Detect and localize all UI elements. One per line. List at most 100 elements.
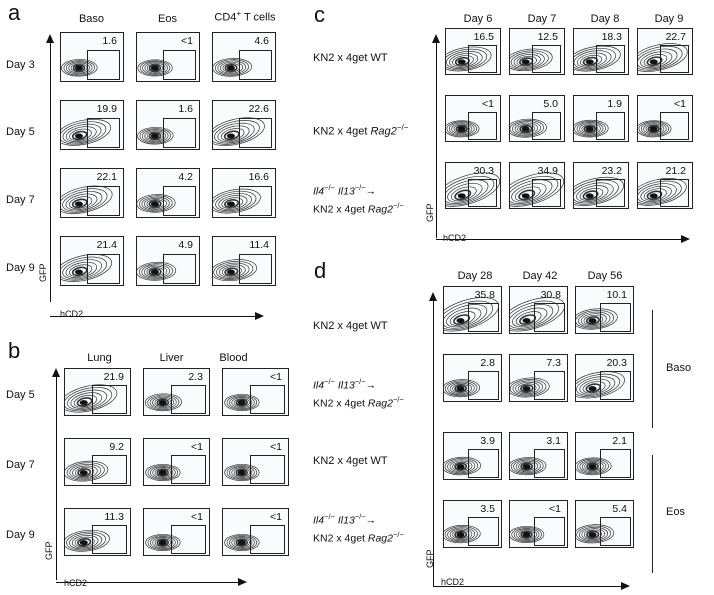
gate-box (239, 50, 272, 80)
contour-core (521, 59, 530, 65)
contour-plot: 21.4 (60, 236, 124, 286)
col-header-liver: Liver (159, 352, 184, 364)
contour-level (77, 538, 92, 547)
contour-level (511, 182, 547, 203)
contour-level (520, 530, 533, 539)
contour-core (649, 59, 658, 65)
row-label-c-il13: Il13 (337, 185, 355, 198)
contour-core (74, 133, 83, 139)
contour-level (228, 536, 255, 549)
contour-core (649, 126, 658, 132)
gate-percentage: 12.5 (537, 31, 558, 43)
row-label-c-rag2: KN2 x 4get Rag2−/− (313, 123, 408, 138)
row-label-d-il4il13-1: Il4−/− Il13−/−→ KN2 x 4get Rag2−/− (313, 375, 404, 410)
contour-plot: <1 (445, 95, 501, 142)
contour-level (446, 172, 500, 207)
contour-level (576, 308, 618, 330)
gate-percentage: <1 (674, 98, 686, 110)
contour-level (226, 535, 258, 550)
contour-level (451, 123, 473, 135)
contour-level (223, 130, 240, 141)
gate-percentage: 16.5 (473, 31, 494, 43)
contour-level (213, 190, 257, 213)
contour-level (638, 48, 678, 70)
contour-lines (510, 526, 545, 543)
contour-level (228, 396, 255, 409)
panel-c-x-arrowhead (681, 235, 690, 243)
gate-box (534, 517, 565, 546)
panel-a-y-arrowhead (46, 34, 54, 43)
contour-level (446, 175, 495, 206)
contour-level (149, 395, 177, 410)
gate-percentage: 22.6 (248, 103, 269, 115)
row-label-c-rag2-gene: Rag2 (370, 125, 397, 138)
col-header-blood: Blood (219, 352, 248, 364)
contour-level (235, 468, 248, 477)
contour-core (585, 126, 594, 132)
contour-plot: <1 (136, 32, 200, 82)
contour-level (447, 381, 475, 396)
contour-level (574, 47, 617, 71)
contour-level (138, 195, 173, 212)
contour-lines (574, 119, 609, 138)
gate-percentage: <1 (482, 98, 494, 110)
gate-box (171, 455, 206, 484)
contour-plot: 9.2 (64, 438, 131, 486)
gate-box (92, 385, 127, 414)
contour-level (233, 538, 250, 547)
contour-lines (638, 120, 672, 138)
contour-level (137, 261, 177, 281)
row-label-d2-il4: Il4 (313, 514, 325, 527)
contour-lines (145, 534, 181, 551)
contour-plot: <1 (222, 508, 289, 556)
gate-percentage: <1 (191, 441, 203, 453)
gate-percentage: 1.9 (607, 98, 622, 110)
panel-a-y-axis-arrow (50, 42, 51, 302)
contour-level (447, 459, 476, 474)
panel-d-y-arrowhead (429, 292, 437, 301)
gate-percentage: 9.2 (109, 441, 124, 453)
contour-level (511, 527, 542, 542)
row-label-d2-line2: KN2 x 4get Rag2−/− (313, 528, 404, 546)
contour-plot: 4.6 (212, 32, 276, 82)
gate-box (92, 525, 127, 554)
contour-lines (137, 59, 173, 77)
contour-level (66, 462, 105, 481)
contour-core (457, 126, 466, 132)
contour-level (510, 175, 559, 206)
contour-level (510, 526, 545, 543)
contour-level (65, 460, 109, 482)
contour-level (76, 397, 93, 407)
contour-plot: <1 (509, 500, 568, 548)
gate-box (596, 112, 625, 140)
contour-level (576, 122, 604, 136)
contour-core (585, 59, 594, 65)
contour-level (574, 182, 614, 204)
contour-level (213, 120, 260, 145)
row-label-d1-prefix: KN2 x 4get (313, 397, 368, 409)
contour-level (574, 50, 612, 70)
contour-level (447, 527, 476, 542)
contour-lines (446, 46, 492, 72)
contour-plot: 11.4 (212, 236, 276, 286)
contour-lines (137, 127, 174, 145)
contour-level (71, 266, 88, 277)
contour-level (446, 50, 483, 69)
gate-percentage: 3.1 (546, 435, 561, 447)
contour-core (158, 400, 167, 406)
contour-level (444, 304, 488, 329)
contour-level (233, 398, 250, 407)
col-header-cd4-sup: + (236, 9, 242, 18)
contour-level (61, 254, 113, 282)
row-label-c-line2-prefix: KN2 x 4get (313, 203, 368, 215)
contour-level (513, 528, 540, 541)
contour-level (519, 124, 533, 133)
contour-level (579, 187, 604, 201)
contour-level (454, 56, 470, 66)
contour-level (61, 59, 98, 77)
row-label-c-il4: Il4 (313, 185, 325, 198)
contour-level (154, 468, 171, 477)
contour-level (643, 123, 665, 135)
contour-core (521, 193, 530, 199)
contour-core (457, 193, 466, 199)
